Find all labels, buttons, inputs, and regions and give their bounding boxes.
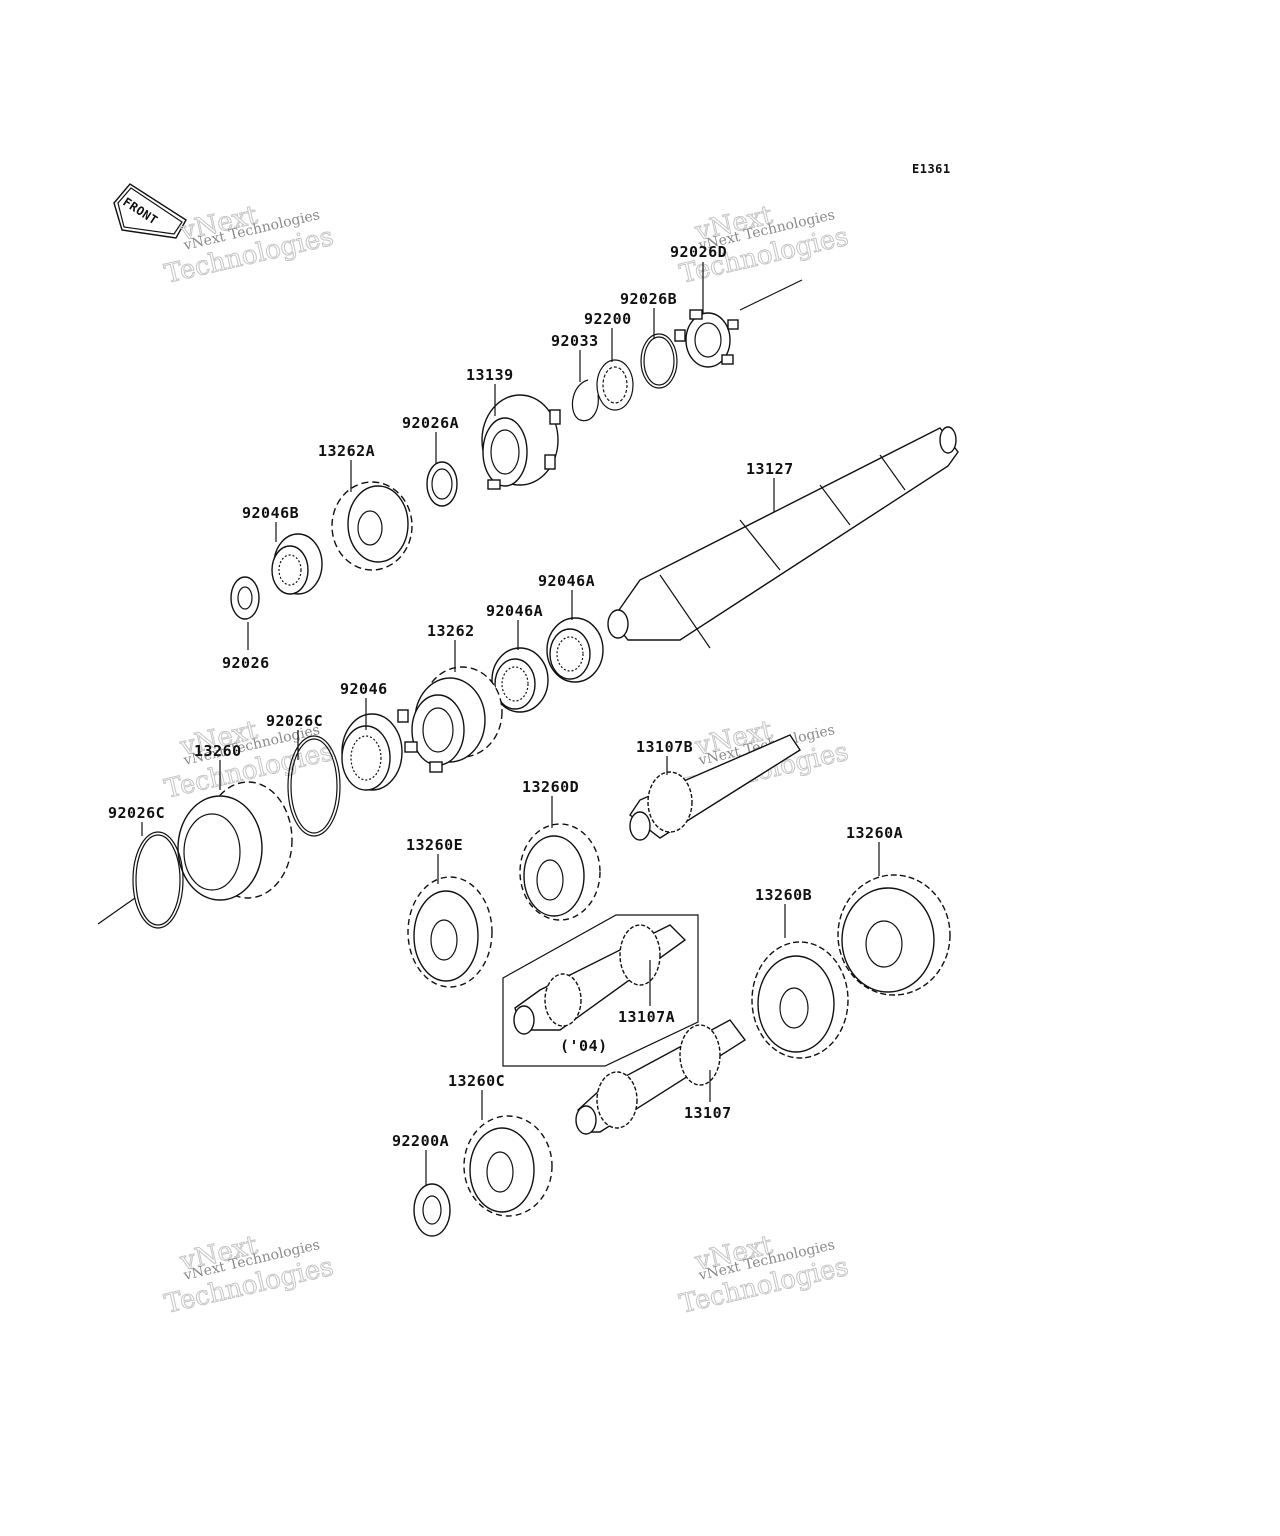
label-13262A: 13262A xyxy=(318,442,375,460)
part-13260A xyxy=(837,874,951,996)
part-92026C-1 xyxy=(287,735,341,837)
label-13260E: 13260E xyxy=(406,836,463,854)
part-13262A xyxy=(331,481,413,571)
part-13260D xyxy=(519,823,601,921)
label-13107B: 13107B xyxy=(636,738,693,756)
label-92046: 92046 xyxy=(340,680,388,698)
label-92026: 92026 xyxy=(222,654,270,672)
label-92026C-2: 92026C xyxy=(108,804,165,822)
label-13260A: 13260A xyxy=(846,824,903,842)
part-92046B xyxy=(271,533,323,595)
label-92026D: 92026D xyxy=(670,243,727,261)
label-13139: 13139 xyxy=(466,366,514,384)
leader-lines xyxy=(141,262,880,1186)
watermark-top-left: vNext vNext Technologies Technologies xyxy=(161,200,336,291)
box-note: ('04) xyxy=(560,1037,608,1055)
part-92046 xyxy=(341,713,403,791)
label-92200: 92200 xyxy=(584,310,632,328)
part-13260C xyxy=(463,1115,553,1217)
part-92026D xyxy=(674,309,739,368)
front-arrow-icon: FRONT xyxy=(113,183,187,239)
label-92026B: 92026B xyxy=(620,290,677,308)
label-13260D: 13260D xyxy=(522,778,579,796)
part-92200A xyxy=(413,1183,451,1237)
label-92046A-2: 92046A xyxy=(486,602,543,620)
label-92026C-1: 92026C xyxy=(266,712,323,730)
label-92026A: 92026A xyxy=(402,414,459,432)
part-13262 xyxy=(397,666,503,773)
label-13127: 13127 xyxy=(746,460,794,478)
part-92026C-2 xyxy=(132,831,184,929)
label-13262: 13262 xyxy=(427,622,475,640)
part-13127 xyxy=(607,426,959,649)
label-92046B: 92046B xyxy=(242,504,299,522)
label-13260C: 13260C xyxy=(448,1072,505,1090)
part-13260B xyxy=(751,941,849,1059)
part-92026B xyxy=(640,333,678,389)
part-13107 xyxy=(575,1019,747,1135)
label-13260B: 13260B xyxy=(755,886,812,904)
watermark-bottom-left: vNext vNext Technologies Technologies xyxy=(161,1230,336,1321)
part-13139 xyxy=(481,394,561,490)
part-13107A-box: ('04) xyxy=(502,914,699,1067)
label-13107A: 13107A xyxy=(618,1008,675,1026)
part-13260E xyxy=(407,876,493,988)
part-13107B xyxy=(629,734,801,841)
part-92046A-1 xyxy=(546,617,604,683)
watermark-top-right: vNext vNext Technologies Technologies xyxy=(676,200,851,291)
part-13260 xyxy=(177,781,293,901)
label-13260: 13260 xyxy=(194,742,242,760)
label-92033: 92033 xyxy=(551,332,599,350)
part-92200 xyxy=(596,359,634,411)
label-92200A: 92200A xyxy=(392,1132,449,1150)
part-92033 xyxy=(571,379,599,422)
diagram-code: E1361 xyxy=(912,162,951,176)
part-92046A-2 xyxy=(491,647,549,713)
part-92026 xyxy=(230,576,260,620)
watermark-bottom-right: vNext vNext Technologies Technologies xyxy=(676,1230,851,1321)
part-92026A xyxy=(426,461,458,507)
label-13107: 13107 xyxy=(684,1104,732,1122)
label-92046A-1: 92046A xyxy=(538,572,595,590)
